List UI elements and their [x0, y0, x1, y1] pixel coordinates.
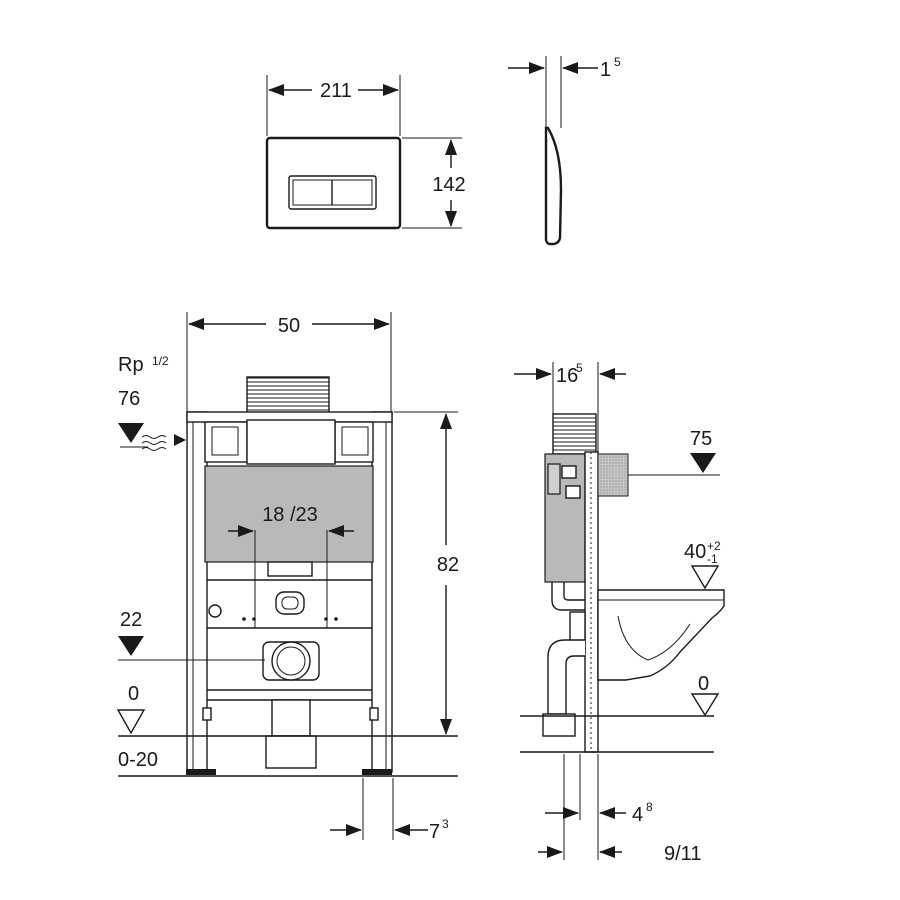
front-frame: 50	[116, 312, 459, 843]
plate-depth-label: 1	[600, 59, 611, 81]
side-waste-elbow	[542, 713, 576, 737]
plate-width-dimension: 211	[266, 75, 401, 136]
arrow-right-icon	[536, 368, 552, 380]
side-grille	[552, 413, 597, 455]
arrow-left-icon	[599, 807, 615, 819]
arrow-right-icon	[529, 62, 545, 74]
level-marker-icon	[690, 453, 716, 473]
plate-depth-sup: 5	[614, 55, 621, 69]
service-opening	[246, 419, 336, 465]
side-depth-sup: 5	[576, 361, 583, 375]
arrow-right-icon	[238, 525, 254, 537]
flush-connection	[597, 453, 629, 497]
seat-tol-plus: +2	[707, 539, 721, 553]
wall-hung-bowl	[597, 589, 725, 681]
side-frame: 16 5 75 40 +2 -1 0	[514, 361, 725, 865]
cistern-body	[204, 465, 374, 563]
arrow-left-icon	[599, 846, 615, 858]
seat-height-label: 40	[684, 541, 706, 563]
waste-pipe	[271, 699, 311, 737]
plate-outline	[265, 136, 402, 230]
water-supply-icon	[120, 435, 167, 451]
plate-height-label: 142	[432, 174, 465, 196]
left-bracket	[204, 421, 248, 463]
frame-height-label: 82	[437, 554, 459, 576]
arrow-right-icon	[346, 824, 362, 836]
flush-plate-front	[265, 136, 402, 230]
arrow-left-icon	[394, 824, 410, 836]
waste-height-label: 22	[120, 609, 142, 631]
right-foot	[362, 769, 392, 775]
flush-pipe-outlet	[275, 591, 305, 615]
level-marker-icon	[118, 636, 144, 656]
arrow-left-icon	[188, 318, 204, 330]
foot-sup: 3	[442, 817, 449, 831]
side-floor-level-icon	[690, 693, 720, 717]
mounting-bolt	[208, 604, 222, 618]
plate-button-frame	[288, 175, 377, 210]
arrow-left-icon	[599, 368, 615, 380]
arrow-right-icon	[563, 807, 579, 819]
floor-label: 0	[128, 683, 139, 705]
arrow-right-icon	[547, 846, 563, 858]
arrow-right-icon	[374, 318, 390, 330]
floor-level-icon	[116, 709, 146, 735]
actuator-grille	[246, 376, 330, 418]
arrow-left-icon	[562, 62, 578, 74]
plate-side-profile	[544, 126, 563, 246]
arrow-right-icon	[174, 434, 186, 446]
frame-width-label: 50	[278, 315, 300, 337]
inlet-height-label: 76	[118, 388, 140, 410]
flush-height-label: 75	[690, 428, 712, 450]
seat-level-icon	[690, 565, 720, 590]
arrow-left-icon	[328, 525, 344, 537]
inlet-label: Rp	[118, 354, 144, 376]
offset-sup: 8	[646, 800, 653, 814]
flush-plate-side: 1 5	[508, 55, 621, 246]
range-label: 9/11	[664, 843, 701, 865]
right-bracket	[334, 421, 374, 463]
plate-width-label: 211	[320, 80, 352, 102]
foot-label: 7	[429, 821, 440, 843]
side-floor-label: 0	[698, 673, 709, 695]
plate-height-dimension: 142	[402, 137, 466, 229]
adjust-label: 0-20	[118, 749, 158, 771]
left-foot	[186, 769, 216, 775]
arrow-down-icon	[445, 211, 457, 227]
waste-elbow	[265, 735, 317, 769]
waste-outlet	[271, 641, 311, 681]
spacing-label: 18 /23	[262, 504, 318, 526]
arrow-up-icon	[440, 413, 452, 429]
offset-label: 4	[632, 804, 643, 826]
seat-tol-minus: -1	[707, 552, 718, 566]
cistern-outlet	[267, 561, 313, 577]
side-depth-label: 16	[556, 365, 578, 387]
arrow-up-icon	[445, 139, 457, 155]
arrow-down-icon	[440, 719, 452, 735]
arrow-right-icon	[383, 84, 399, 96]
arrow-left-icon	[268, 84, 284, 96]
level-marker-icon	[118, 423, 144, 443]
side-waste-bend	[547, 639, 585, 715]
inlet-sup: 1/2	[152, 354, 169, 368]
